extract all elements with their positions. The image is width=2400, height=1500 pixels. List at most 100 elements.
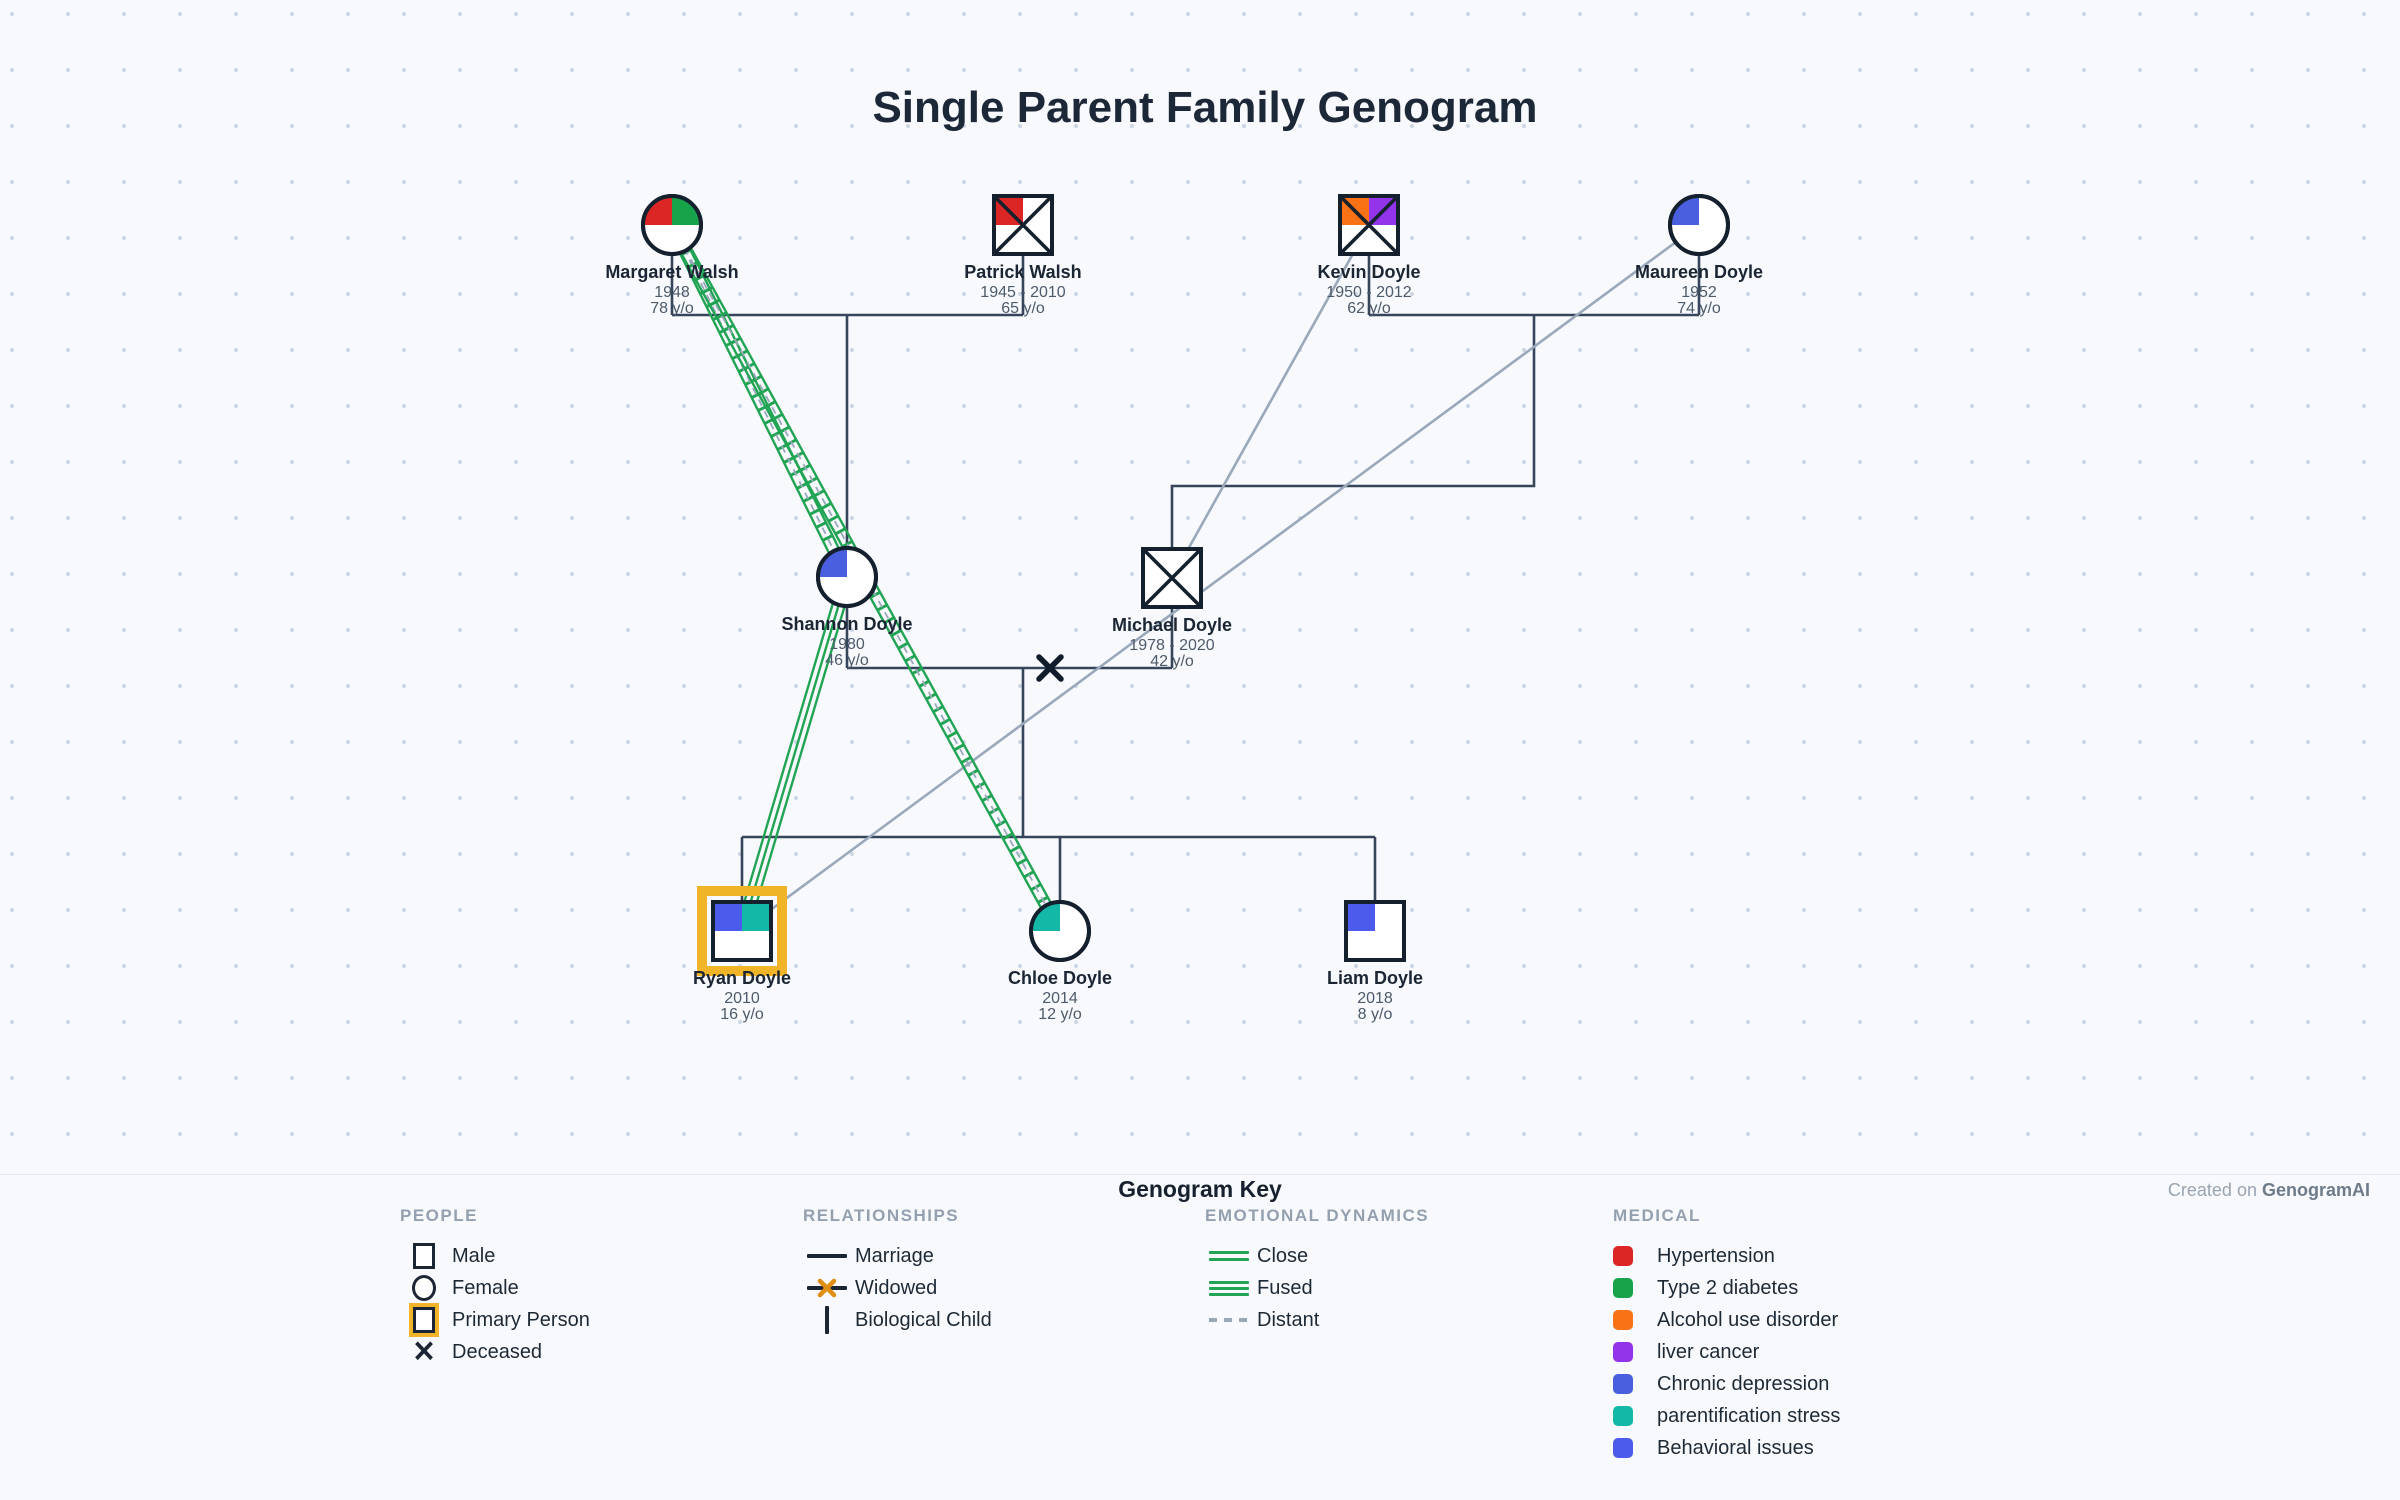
key-item-close: Close — [1205, 1240, 1429, 1272]
person-node-ryan-doyle[interactable] — [697, 886, 787, 976]
widowed-line-icon — [807, 1278, 847, 1298]
key-title: Genogram Key — [1118, 1176, 1282, 1202]
family-structure-lines — [670, 225, 1701, 902]
person-name: Margaret Walsh — [605, 262, 738, 282]
key-label: Type 2 diabetes — [1657, 1276, 1799, 1299]
liver-cancer-swatch — [1613, 1342, 1633, 1362]
key-item-alcohol-use-disorder: Alcohol use disorder — [1613, 1304, 1840, 1336]
person-node-kevin-doyle[interactable] — [1338, 194, 1400, 256]
key-item-biological-child: Biological Child — [803, 1304, 992, 1336]
depression-swatch — [1613, 1374, 1633, 1394]
person-years: 1948 — [654, 284, 690, 301]
person-age: 78 y/o — [650, 300, 694, 317]
person-age: 62 y/o — [1347, 300, 1391, 317]
key-label: Deceased — [452, 1340, 543, 1363]
biological-child-line-icon — [825, 1306, 829, 1334]
credit-brand: GenogramAI — [2261, 1180, 2370, 1200]
key-item-female: Female — [400, 1272, 590, 1304]
person-years: 2014 — [1042, 990, 1078, 1007]
deceased-x — [992, 194, 1054, 256]
key-item-hypertension: Hypertension — [1613, 1240, 1840, 1272]
condition-wedge-diabetes — [672, 196, 701, 225]
key-section-relationships: RELATIONSHIPS Marriage Widowed Biologica… — [803, 1206, 992, 1336]
person-age: 74 y/o — [1677, 300, 1721, 317]
credit-prefix: Created on — [2167, 1180, 2262, 1200]
deceased-x — [1338, 194, 1400, 256]
key-item-primary-person: Primary Person — [400, 1304, 590, 1336]
person-years: 1952 — [1681, 284, 1717, 301]
marriage-line-icon — [807, 1254, 847, 1258]
parentification-swatch — [1613, 1406, 1633, 1426]
primary-person-highlight — [697, 886, 787, 976]
distant-line-michael-kevin — [1170, 224, 1371, 579]
person-node-liam-doyle[interactable] — [1344, 900, 1406, 962]
key-header-relationships: RELATIONSHIPS — [803, 1206, 960, 1225]
person-node-chloe-doyle[interactable] — [1029, 900, 1091, 962]
key-item-deceased: ✕ Deceased — [400, 1336, 590, 1368]
person-age: 42 y/o — [1150, 653, 1194, 670]
condition-quadrant-behavioral — [713, 902, 742, 931]
person-age: 65 y/o — [1001, 300, 1045, 317]
genogram-diagram: Single Parent Family Genogram — [0, 0, 2400, 1174]
key-item-marriage: Marriage — [803, 1240, 992, 1272]
person-name: Maureen Doyle — [1635, 262, 1763, 282]
key-label: liver cancer — [1657, 1340, 1760, 1363]
key-item-parentification-stress: parentification stress — [1613, 1400, 1840, 1432]
key-item-behavioral-issues: Behavioral issues — [1613, 1432, 1840, 1464]
key-item-male: Male — [400, 1240, 590, 1272]
person-age: 12 y/o — [1038, 1006, 1082, 1023]
person-node-michael-doyle[interactable] — [1141, 547, 1203, 609]
key-label: Close — [1257, 1244, 1309, 1267]
key-section-people: PEOPLE Male Female Primary Person ✕ Dece… — [400, 1206, 590, 1368]
person-name: Kevin Doyle — [1317, 262, 1420, 282]
close-double-line-icon — [1209, 1251, 1249, 1261]
condition-wedge-depression — [818, 548, 847, 577]
key-label: Distant — [1257, 1308, 1320, 1331]
key-item-type-2-diabetes: Type 2 diabetes — [1613, 1272, 1840, 1304]
behavioral-swatch — [1613, 1438, 1633, 1458]
person-age: 16 y/o — [720, 1006, 764, 1023]
person-years: 1945 - 2010 — [980, 284, 1066, 301]
person-node-margaret-walsh[interactable] — [641, 194, 703, 256]
key-item-chronic-depression: Chronic depression — [1613, 1368, 1840, 1400]
person-name: Patrick Walsh — [964, 262, 1081, 282]
key-label: parentification stress — [1657, 1404, 1841, 1427]
fused-line-shannon-ryan — [735, 574, 854, 934]
page-title: Single Parent Family Genogram — [872, 83, 1537, 132]
key-label: Chronic depression — [1657, 1372, 1830, 1395]
fused-band-margaret-shannon — [666, 222, 853, 580]
person-node-patrick-walsh[interactable] — [992, 194, 1054, 256]
person-node-maureen-doyle[interactable] — [1668, 194, 1730, 256]
key-section-medical: MEDICAL Hypertension Type 2 diabetes Alc… — [1613, 1206, 1840, 1464]
key-label: Fused — [1257, 1276, 1313, 1299]
person-name: Chloe Doyle — [1008, 968, 1112, 988]
key-label: Behavioral issues — [1657, 1436, 1814, 1459]
person-years: 1978 - 2020 — [1129, 637, 1215, 654]
alcohol-swatch — [1613, 1310, 1633, 1330]
key-label: Marriage — [855, 1244, 934, 1267]
key-item-liver-cancer: liver cancer — [1613, 1336, 1840, 1368]
distant-dashed-line-icon — [1209, 1318, 1249, 1322]
condition-quadrant-behavioral — [1346, 902, 1375, 931]
key-label: Primary Person — [452, 1308, 590, 1331]
deceased-x — [1141, 547, 1203, 609]
widowed-x-marker — [1036, 654, 1064, 682]
key-header-emotional: EMOTIONAL DYNAMICS — [1205, 1206, 1430, 1225]
primary-person-icon — [413, 1307, 435, 1333]
person-node-shannon-doyle[interactable] — [816, 546, 878, 608]
person-years: 2010 — [724, 990, 760, 1007]
key-header-medical: MEDICAL — [1613, 1206, 1701, 1225]
person-name: Michael Doyle — [1112, 615, 1232, 635]
key-item-fused: Fused — [1205, 1272, 1429, 1304]
distant-line-ryan-maureen — [741, 223, 1700, 933]
fused-triple-line-icon — [1209, 1280, 1249, 1296]
key-label: Female — [452, 1276, 519, 1299]
condition-quadrant-parentification — [742, 902, 771, 931]
condition-wedge-hypertension — [643, 196, 672, 225]
person-age: 8 y/o — [1358, 1006, 1393, 1023]
person-name: Liam Doyle — [1327, 968, 1423, 988]
person-name: Shannon Doyle — [781, 614, 912, 634]
female-circle-icon — [412, 1275, 436, 1301]
key-label: Widowed — [855, 1276, 938, 1299]
